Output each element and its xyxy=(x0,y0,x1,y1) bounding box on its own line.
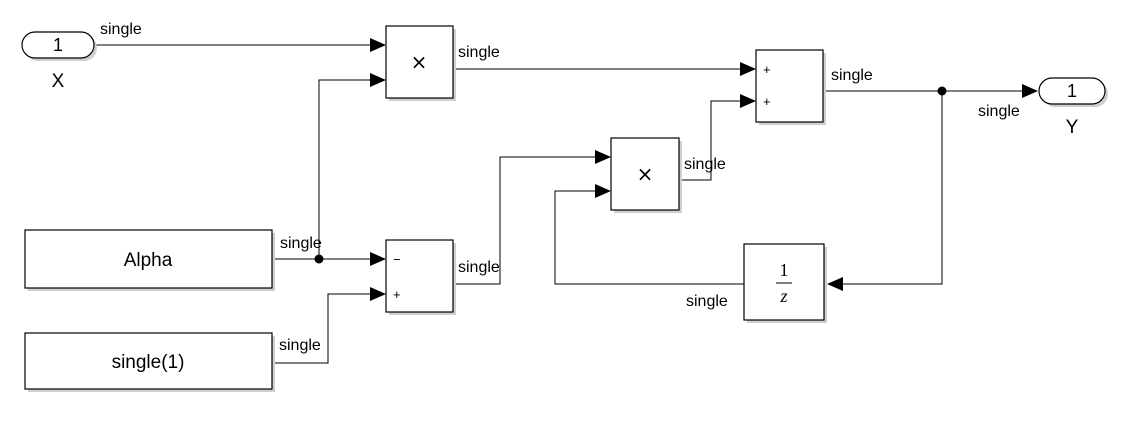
wire-delay-to-product2[interactable] xyxy=(554,190,744,285)
wire-alpha-branch-to-product1[interactable] xyxy=(318,79,372,259)
arrowhead xyxy=(1022,84,1038,98)
sum-bottom-sign-2: + xyxy=(393,287,401,302)
signal-label-alpha-out: single xyxy=(280,235,322,252)
sum-block-top[interactable]: + + xyxy=(755,49,826,125)
branch-point xyxy=(937,86,947,96)
signal-label-product1-out: single xyxy=(458,44,500,61)
branch-point xyxy=(314,254,324,264)
signal-label-outport-in: single xyxy=(978,103,1020,120)
arrowhead xyxy=(370,38,386,52)
constant-alpha-block[interactable]: Alpha xyxy=(24,229,275,291)
product-2-operator: × xyxy=(637,162,654,186)
sum-top-sign-1: + xyxy=(763,62,771,77)
sum-block-bottom[interactable]: − + xyxy=(385,239,456,315)
arrowhead xyxy=(370,287,386,301)
arrowhead xyxy=(595,184,611,198)
constant-single1-block[interactable]: single(1) xyxy=(24,332,275,392)
constant-single1-label: single(1) xyxy=(112,352,185,373)
signal-label-single1-out: single xyxy=(279,337,321,354)
arrowhead xyxy=(740,94,756,108)
arrowhead xyxy=(595,150,611,164)
outport-y-name: Y xyxy=(1066,117,1079,138)
wire-sum-bottom-to-product2[interactable] xyxy=(453,156,595,285)
signal-lines xyxy=(95,44,1024,364)
unit-delay-block[interactable]: 1 z xyxy=(743,243,827,323)
inport-x-block[interactable]: 1 xyxy=(21,31,97,61)
signal-label-delay-out: single xyxy=(686,293,728,310)
arrowhead xyxy=(827,277,843,291)
wire-product2-to-sum-top[interactable] xyxy=(679,100,740,181)
wire-feedback-to-delay[interactable] xyxy=(841,91,943,285)
product-block-2[interactable]: × xyxy=(610,137,682,213)
inport-x-name: X xyxy=(52,71,65,92)
outport-y-number: 1 xyxy=(1067,81,1077,101)
sum-top-sign-2: + xyxy=(763,94,771,109)
signal-label-x-out: single xyxy=(100,21,142,38)
signal-data-type-labels: single single single single single singl… xyxy=(100,21,1020,354)
signal-label-product2-out: single xyxy=(684,156,726,173)
arrowhead xyxy=(370,73,386,87)
product-block-1[interactable]: × xyxy=(385,25,456,101)
constant-alpha-label: Alpha xyxy=(124,250,173,271)
arrowhead xyxy=(740,62,756,76)
arrowhead xyxy=(370,252,386,266)
inport-x-number: 1 xyxy=(53,35,63,55)
unit-delay-denominator: z xyxy=(779,286,787,306)
outport-y-block[interactable]: 1 xyxy=(1038,77,1108,107)
sum-bottom-sign-1: − xyxy=(393,252,401,267)
unit-delay-numerator: 1 xyxy=(780,260,789,280)
signal-label-sum-bottom-out: single xyxy=(458,259,500,276)
signal-label-sum-top-out: single xyxy=(831,67,873,84)
arrowheads xyxy=(370,38,1038,301)
wire-single1-to-sum-bottom[interactable] xyxy=(272,293,372,364)
product-1-operator: × xyxy=(411,50,428,74)
